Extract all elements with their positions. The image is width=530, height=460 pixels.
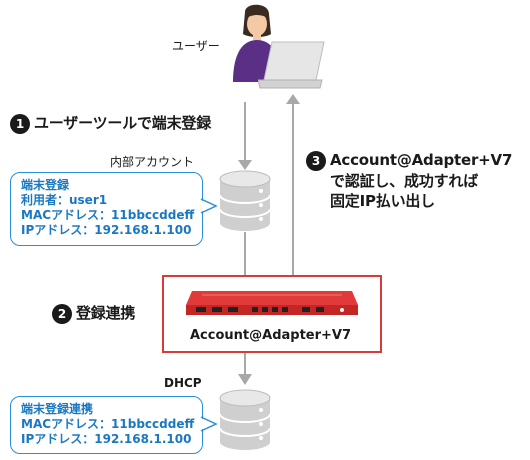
step-3-line-3: 固定IP払い出し: [330, 191, 435, 210]
server-icon: [219, 389, 271, 450]
device-caption: Account@Adapter+V7: [190, 328, 352, 343]
info-line: 利用者：user1: [21, 193, 108, 207]
info-line: MACアドレス：11bbccddeff: [21, 208, 195, 222]
user-label: ユーザー: [172, 39, 220, 53]
arrow-down-icon: [238, 102, 252, 170]
appliance-icon: [186, 291, 358, 315]
step-2-number: 2: [52, 303, 72, 324]
info-line: 端末登録連携: [21, 402, 94, 416]
step-1-number: 1: [10, 113, 30, 134]
step-3-line-2: で認証し、成功すれば: [330, 171, 479, 190]
arrow-up-icon: [286, 94, 300, 275]
internal-account-info: 端末登録 利用者：user1 MACアドレス：11bbccddeff IPアドレ…: [10, 172, 203, 246]
step-3-line-1: Account@Adapter+V7: [330, 151, 513, 169]
dhcp-info: 端末登録連携 MACアドレス：11bbccddeff IPアドレス：192.16…: [10, 396, 203, 454]
bubble-pointer: [200, 416, 218, 432]
info-line: IPアドレス：192.168.1.100: [21, 223, 192, 237]
info-line: IPアドレス：192.168.1.100: [21, 432, 192, 446]
internal-server-label: 内部アカウント: [110, 155, 195, 169]
arrow-down-icon: [238, 352, 252, 385]
dhcp-label: DHCP: [164, 376, 202, 390]
laptop-icon: [258, 41, 325, 89]
info-line: 端末登録: [21, 178, 70, 192]
step-2-text: 登録連携: [76, 304, 136, 322]
step-1-text: ユーザーツールで端末登録: [34, 114, 212, 132]
step-3-number: 3: [306, 150, 326, 171]
bubble-pointer: [200, 198, 218, 214]
server-icon: [219, 170, 271, 231]
info-line: MACアドレス：11bbccddeff: [21, 417, 195, 431]
